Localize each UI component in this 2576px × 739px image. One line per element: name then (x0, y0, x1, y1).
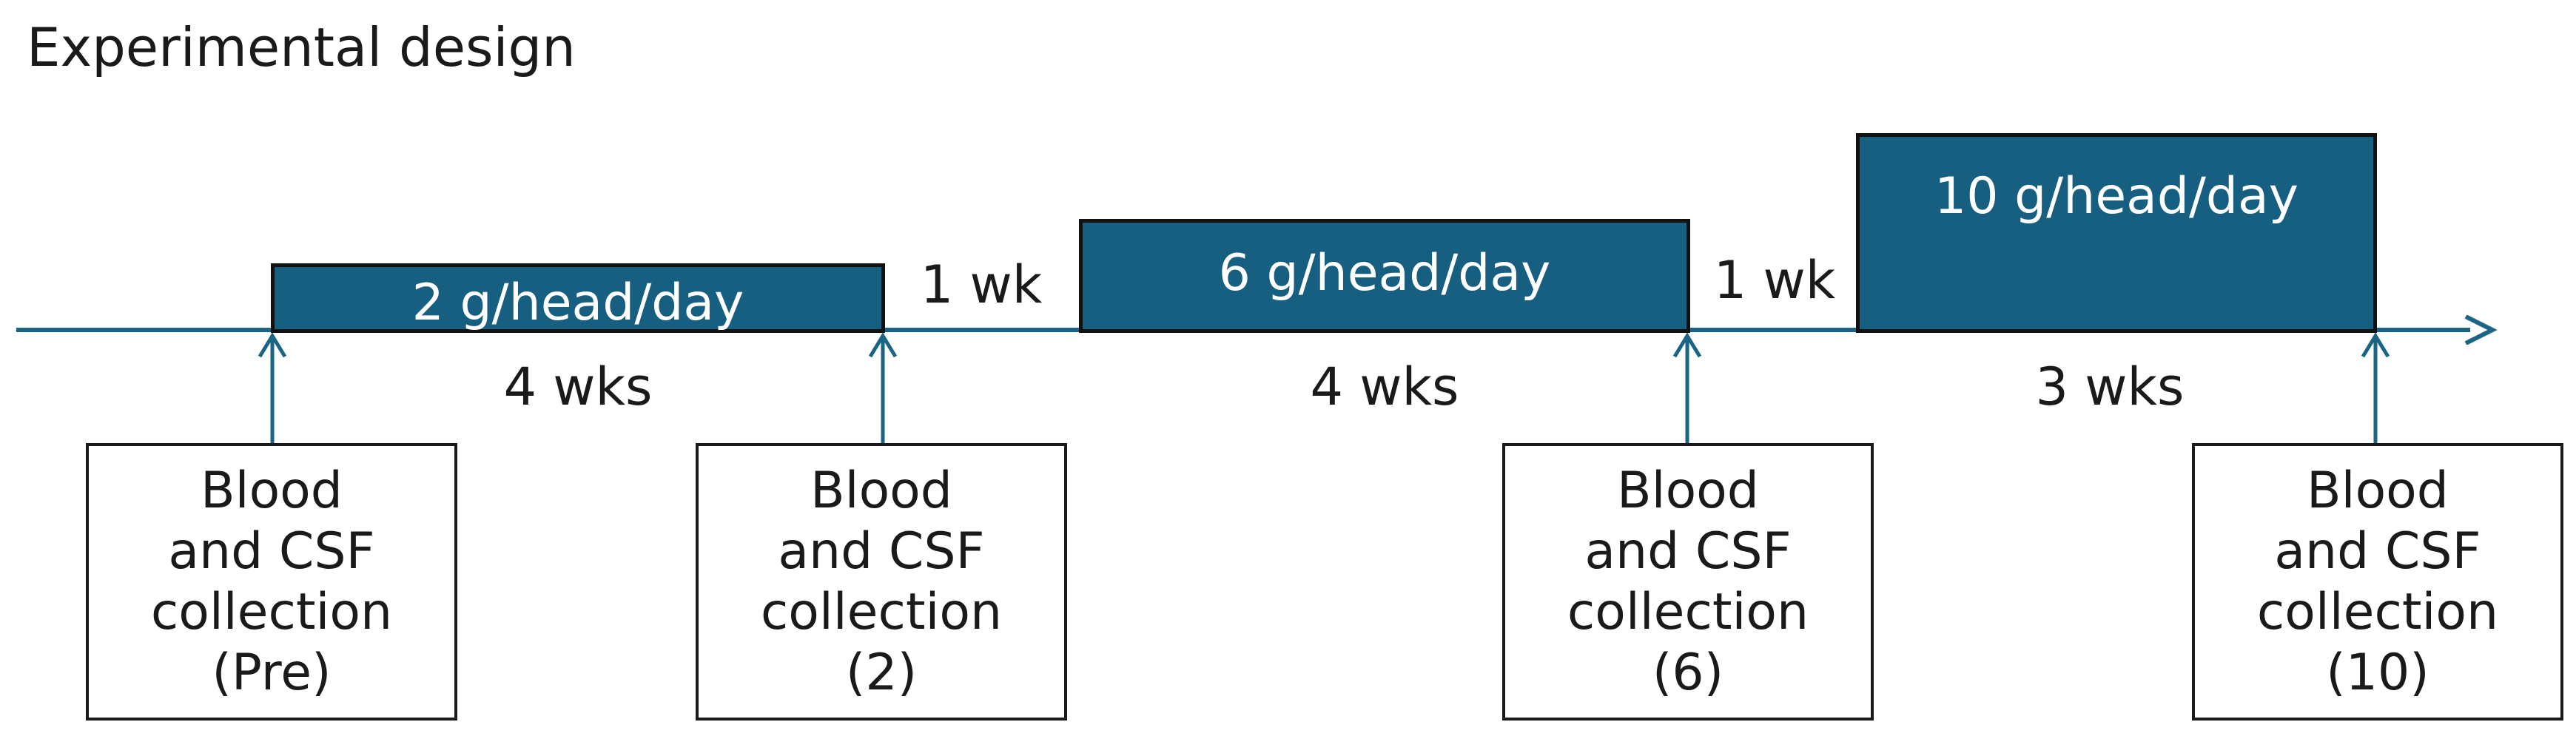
collection-line: Blood (810, 461, 952, 520)
collection-line: collection (760, 582, 1003, 641)
collection-box-10: Blood and CSF collection (10) (2192, 443, 2563, 721)
collection-line: Blood (2307, 461, 2449, 520)
collection-box-pre: Blood and CSF collection (Pre) (86, 443, 457, 721)
collection-line: and CSF (168, 522, 375, 581)
collection-line: and CSF (2274, 522, 2481, 581)
collection-arrow-icon (258, 333, 287, 444)
collection-arrow-icon (2361, 333, 2390, 444)
collection-line: Blood (201, 461, 343, 520)
collection-line: collection (150, 582, 393, 641)
duration-label-1: 4 wks (503, 357, 653, 417)
dose-label: 10 g/head/day (1934, 166, 2298, 226)
collection-line: (6) (1652, 643, 1724, 702)
collection-arrow-icon (868, 333, 898, 444)
collection-line: Blood (1617, 461, 1759, 520)
duration-label-3: 3 wks (2035, 357, 2185, 417)
collection-arrow-icon (1672, 333, 1702, 444)
dose-block-2g: 2 g/head/day (271, 263, 885, 333)
collection-box-6: Blood and CSF collection (6) (1502, 443, 1874, 721)
dose-label: 2 g/head/day (411, 273, 744, 332)
washout-label-1: 1 wk (920, 254, 1043, 315)
duration-label-2: 4 wks (1310, 357, 1459, 417)
collection-line: collection (2256, 582, 2499, 641)
collection-line: and CSF (778, 522, 985, 581)
diagram-title: Experimental design (27, 16, 576, 78)
washout-label-2: 1 wk (1713, 250, 1836, 311)
collection-line: (10) (2326, 643, 2429, 702)
collection-line: (2) (845, 643, 918, 702)
collection-line: (Pre) (212, 643, 332, 702)
timeline-arrowhead-icon (2464, 315, 2497, 345)
dose-label: 6 g/head/day (1218, 243, 1551, 303)
dose-block-6g: 6 g/head/day (1079, 219, 1690, 333)
dose-block-10g: 10 g/head/day (1856, 133, 2377, 333)
collection-line: collection (1567, 582, 1809, 641)
collection-box-2: Blood and CSF collection (2) (696, 443, 1067, 721)
collection-line: and CSF (1584, 522, 1792, 581)
